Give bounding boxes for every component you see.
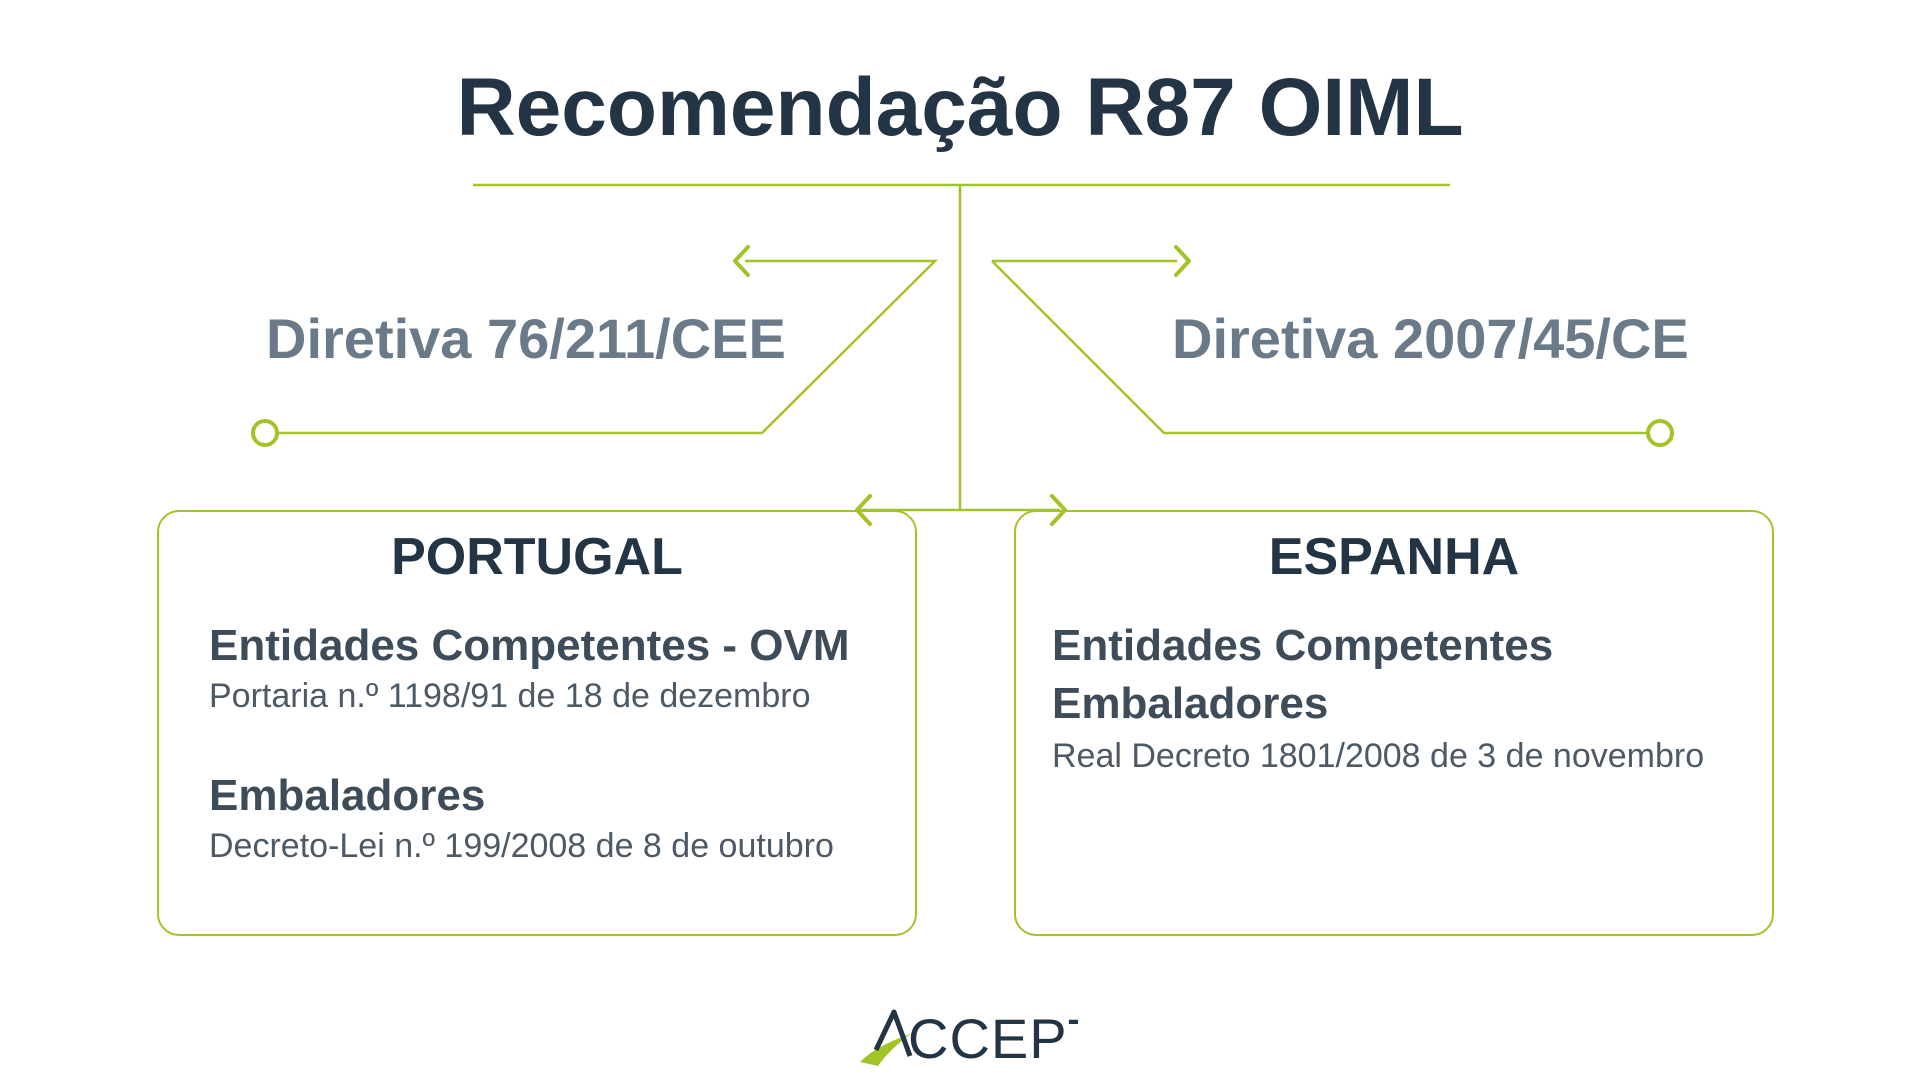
- right-diagonal-connector: [991, 260, 1648, 435]
- portugal-text-decreto: Decreto-Lei n.º 199/2008 de 8 de outubro: [209, 827, 834, 865]
- espanha-heading-embaladores: Embaladores: [1052, 679, 1329, 728]
- logo-check-mark: [860, 1034, 910, 1066]
- logo-text: CCEPT: [908, 1007, 1078, 1070]
- left-end-node: [251, 419, 279, 447]
- accept-logo-mark: CCEPT: [860, 1007, 1102, 1070]
- directive-right: Diretiva 2007/45/CE: [1172, 307, 1689, 370]
- portugal-title: PORTUGAL: [391, 528, 683, 586]
- espanha-title: ESPANHA: [1268, 528, 1520, 586]
- espanha-heading-entidades: Entidades Competentes: [1052, 621, 1554, 670]
- portugal-heading-entidades: Entidades Competentes - OVM: [209, 621, 850, 670]
- logo-a-stroke: [873, 1009, 913, 1057]
- espanha-text-decreto: Real Decreto 1801/2008 de 3 de novembro: [1052, 737, 1705, 775]
- portugal-text-portaria: Portaria n.º 1198/91 de 18 de dezembro: [209, 677, 811, 715]
- directive-left: Diretiva 76/211/CEE: [266, 307, 786, 370]
- left-arrow-head: [733, 245, 750, 277]
- accept-logo: CCEPT: [858, 1000, 1102, 1070]
- portugal-card: PORTUGAL Entidades Competentes - OVM Por…: [157, 510, 917, 936]
- page-title: Recomendação R87 OIML: [456, 62, 1464, 153]
- right-arrow-head: [1174, 245, 1191, 277]
- espanha-card: ESPANHA Entidades Competentes Embaladore…: [1014, 510, 1774, 936]
- portugal-heading-embaladores: Embaladores: [209, 771, 486, 820]
- right-end-node: [1646, 419, 1674, 447]
- left-directive-connector: [277, 259, 939, 435]
